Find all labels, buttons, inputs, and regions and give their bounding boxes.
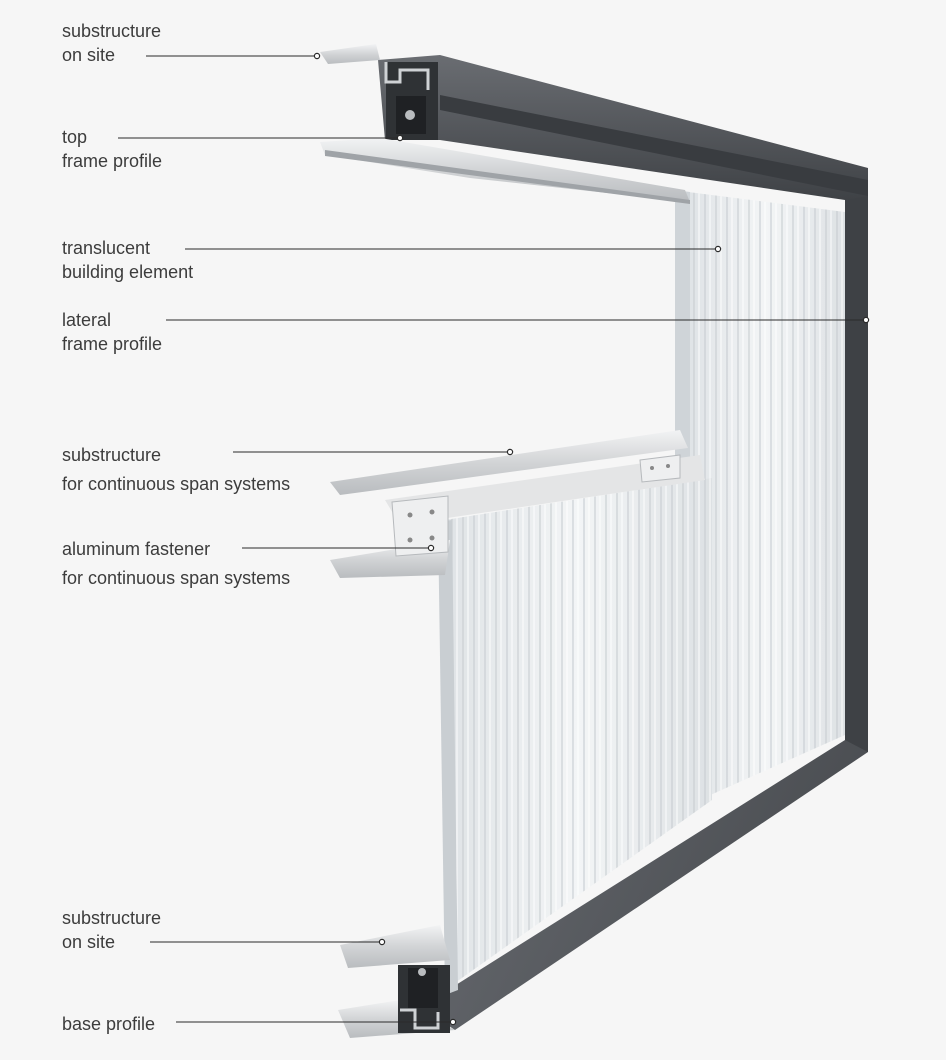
label-substructure-on-site-bottom: substructure on site xyxy=(62,906,161,954)
leader-dot-translucent xyxy=(714,245,722,253)
label-line: substructure xyxy=(62,21,162,41)
aluminum-fastener xyxy=(391,454,681,557)
label-aluminum-fastener: aluminum fastener for continuous span sy… xyxy=(62,535,290,593)
label-line: frame profile xyxy=(62,334,163,354)
leader-lines xyxy=(118,52,870,1026)
label-line: frame profile xyxy=(62,151,163,171)
label-line: substructure xyxy=(62,445,162,465)
leader-dot-fastener xyxy=(427,544,435,552)
label-line: on site xyxy=(62,45,116,65)
label-line: building element xyxy=(62,262,194,282)
leader-dot-substructure-top xyxy=(313,52,321,60)
label-line: for continuous span systems xyxy=(62,474,291,494)
label-line: base profile xyxy=(62,1014,156,1034)
label-line: lateral xyxy=(62,310,112,330)
label-line: top xyxy=(62,127,88,147)
label-line: translucent xyxy=(62,238,151,258)
translucent-panel-lower xyxy=(438,478,712,995)
label-line: substructure xyxy=(62,908,162,928)
label-lateral-frame-profile: lateral frame profile xyxy=(62,308,162,356)
label-translucent-building-element: translucent building element xyxy=(62,236,193,284)
label-substructure-continuous-span: substructure for continuous span systems xyxy=(62,441,290,499)
translucent-panel-upper xyxy=(675,190,845,805)
leader-dot-span-substructure xyxy=(506,448,514,456)
label-line: aluminum fastener xyxy=(62,539,211,559)
label-line: for continuous span systems xyxy=(62,568,291,588)
base-profile xyxy=(338,925,455,1038)
leader-dot-substructure-bottom xyxy=(378,938,386,946)
leader-dot-top-frame xyxy=(396,134,404,142)
leader-dot-base-profile xyxy=(449,1018,457,1026)
label-base-profile: base profile xyxy=(62,1012,155,1036)
label-substructure-on-site-top: substructure on site xyxy=(62,19,161,67)
label-top-frame-profile: top frame profile xyxy=(62,125,162,173)
leader-dot-lateral xyxy=(862,316,870,324)
lateral-frame xyxy=(440,168,868,1030)
top-substructure xyxy=(320,44,690,204)
label-line: on site xyxy=(62,932,116,952)
top-frame-profile xyxy=(378,55,868,200)
